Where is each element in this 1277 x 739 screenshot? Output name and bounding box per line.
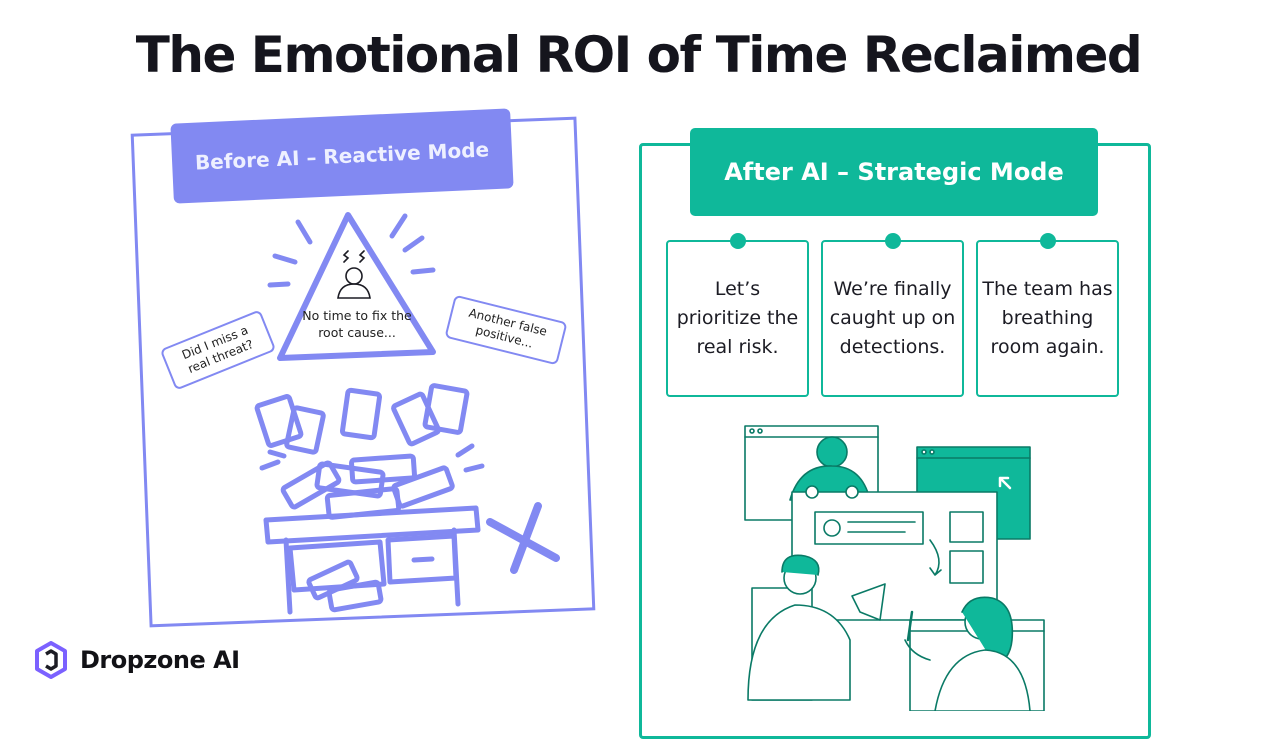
warning-text: No time to fix the root cause... bbox=[302, 308, 412, 340]
quote-card-prioritize: Let’s prioritize the real risk. bbox=[666, 233, 809, 397]
after-tag-label: After AI – Strategic Mode bbox=[724, 158, 1064, 186]
brand-logo: Dropzone AI bbox=[34, 640, 240, 680]
quote-card-caught-up: We’re finally caught up on detections. bbox=[821, 233, 964, 397]
card-dot-icon bbox=[1039, 233, 1056, 249]
page-title: The Emotional ROI of Time Reclaimed bbox=[135, 26, 1143, 84]
brand-name: Dropzone AI bbox=[80, 646, 240, 674]
after-tag: After AI – Strategic Mode bbox=[690, 128, 1098, 216]
stressed-person-icon bbox=[337, 250, 371, 299]
quote-card-text: We’re finally caught up on detections. bbox=[829, 278, 956, 358]
card-dot-icon bbox=[729, 233, 746, 249]
dropzone-logo-icon bbox=[35, 641, 67, 679]
quote-card-text: The team has breathing room again. bbox=[982, 278, 1113, 358]
card-dot-icon bbox=[884, 233, 901, 249]
before-tag-label: Before AI – Reactive Mode bbox=[194, 137, 490, 175]
warning-triangle-icon bbox=[277, 212, 436, 361]
before-tag: Before AI – Reactive Mode bbox=[170, 108, 514, 204]
quote-card-breathing-room: The team has breathing room again. bbox=[976, 233, 1119, 397]
collaboration-illustration bbox=[744, 425, 1045, 711]
chaos-illustration bbox=[254, 212, 560, 615]
quote-card-text: Let’s prioritize the real risk. bbox=[676, 278, 799, 358]
